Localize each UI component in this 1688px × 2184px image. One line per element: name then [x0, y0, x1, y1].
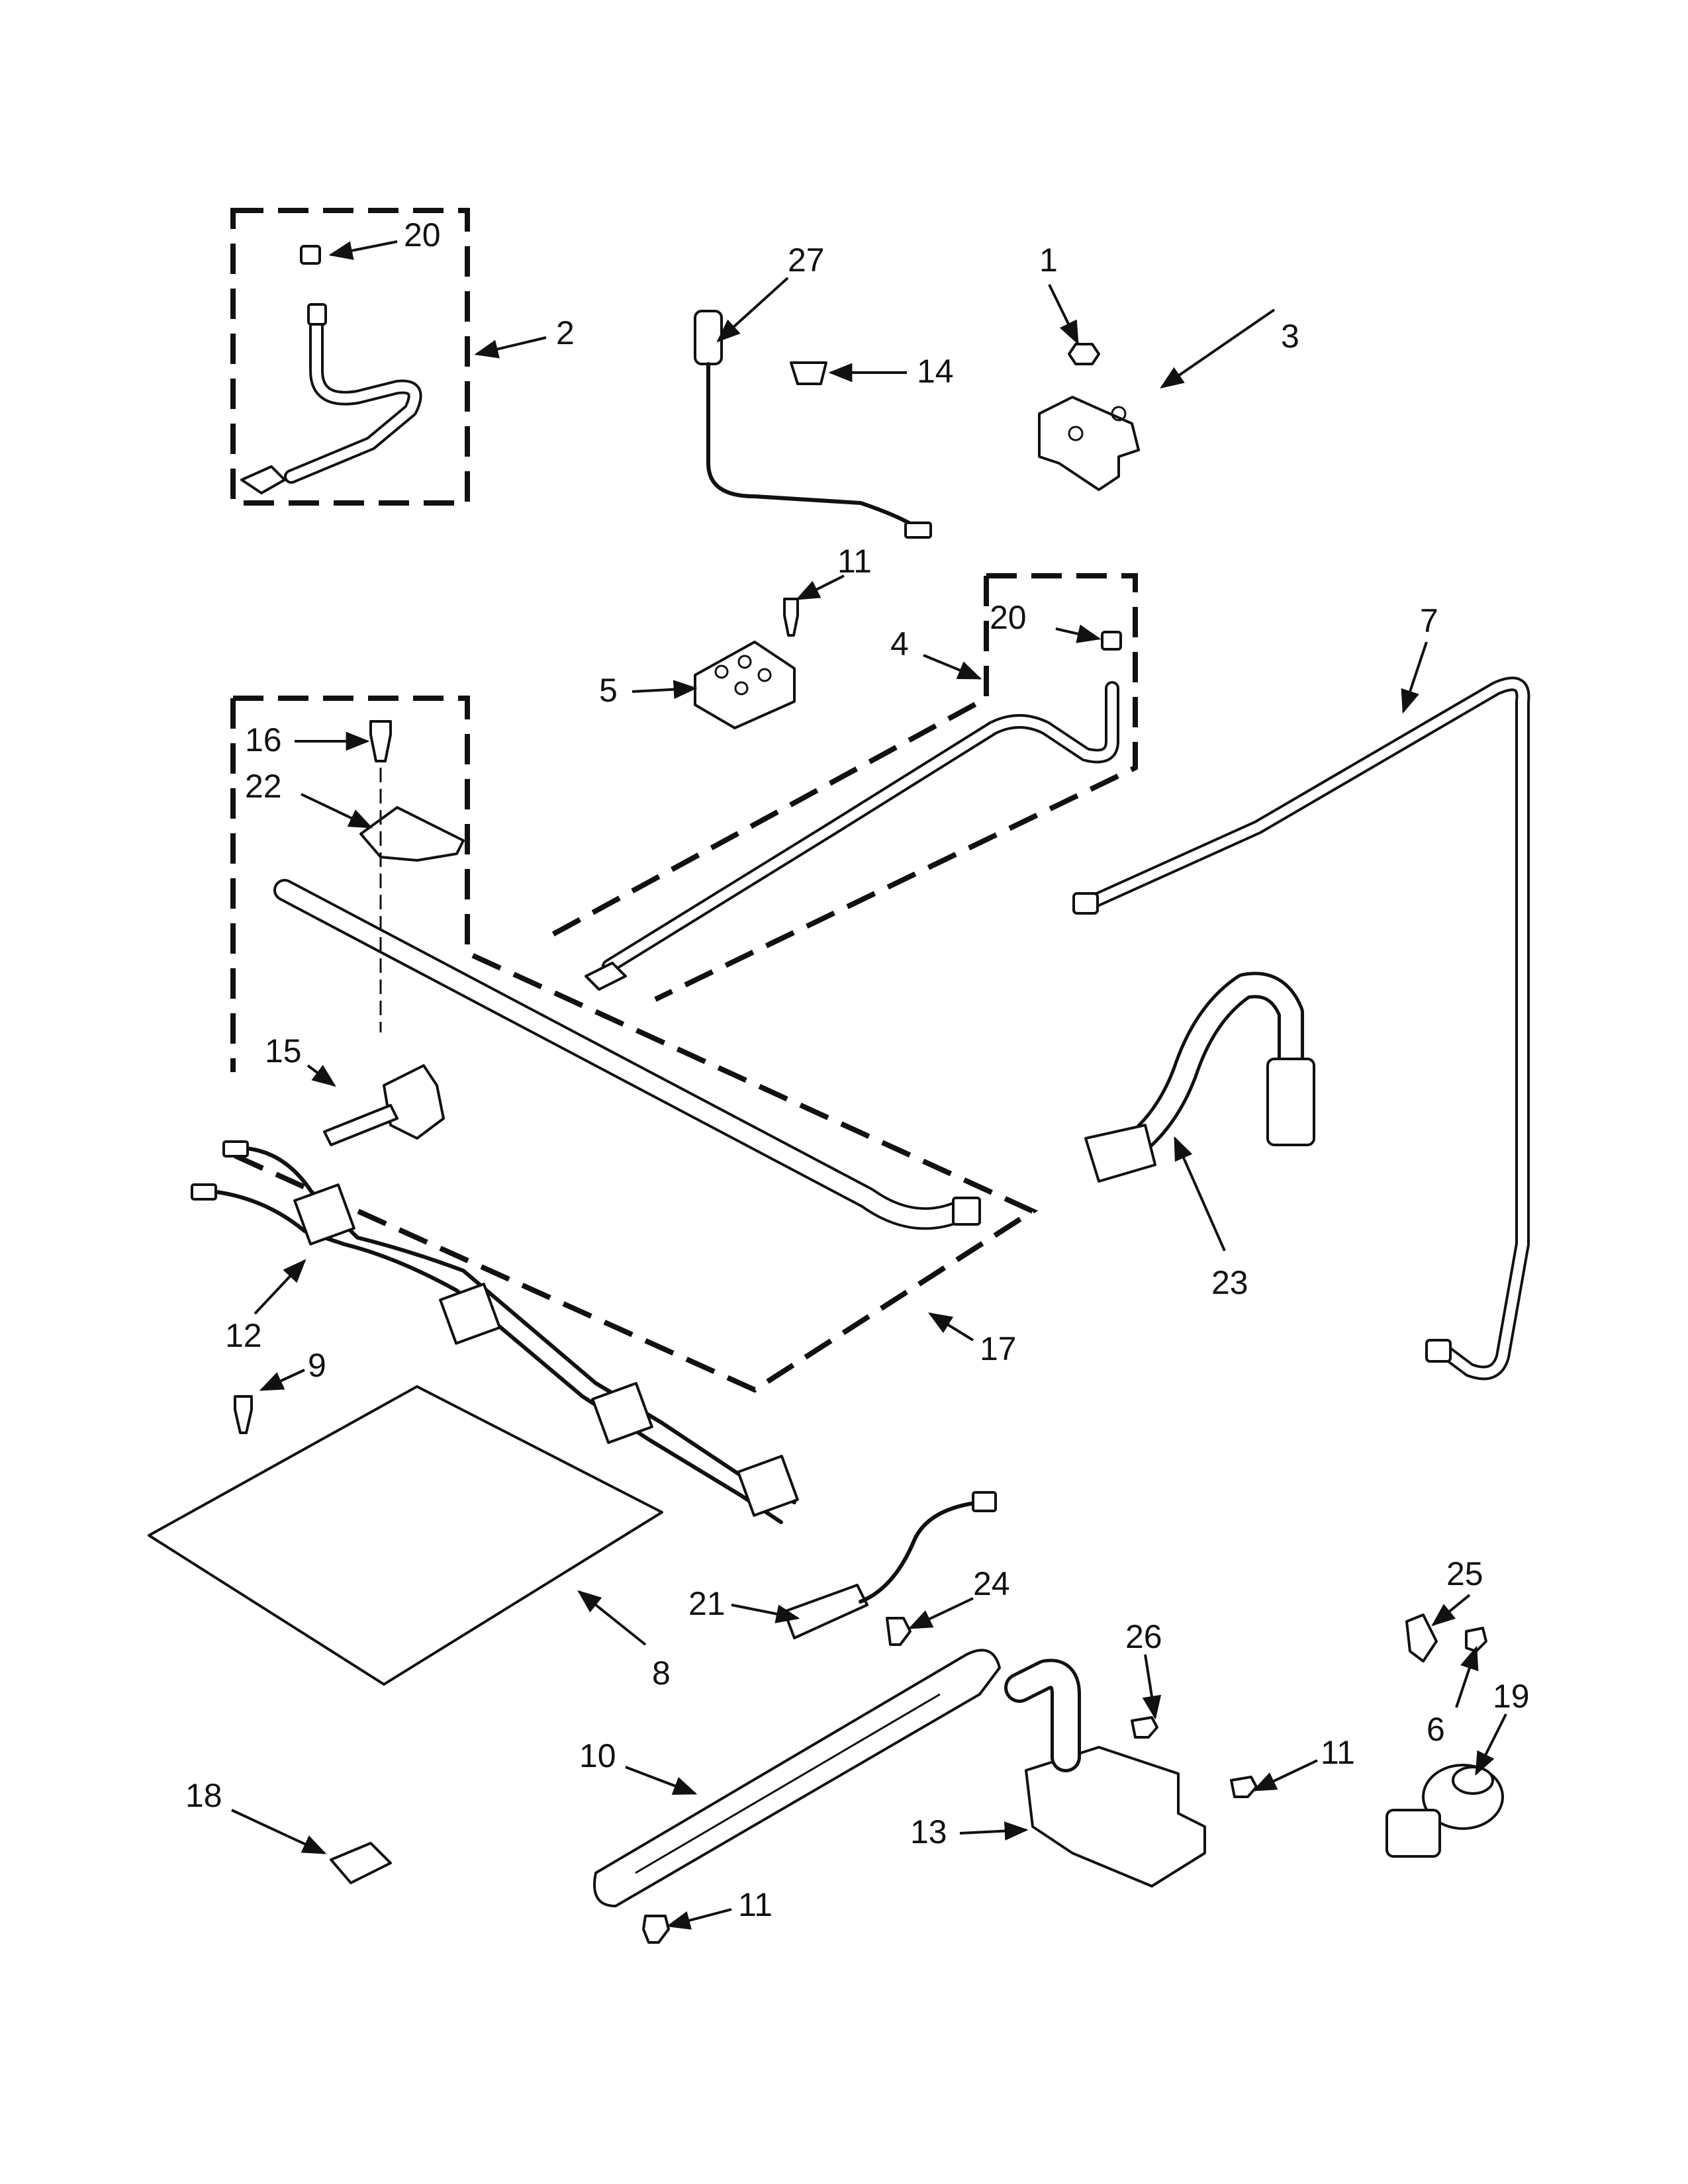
callout-6: 6 — [1427, 1711, 1445, 1748]
part-16-screw-icon[interactable] — [369, 720, 392, 762]
part-11-screw-icon[interactable] — [1230, 1776, 1258, 1798]
callout-12: 12 — [225, 1317, 262, 1354]
callout-8: 8 — [652, 1655, 671, 1692]
part-12-harness[interactable] — [191, 1140, 799, 1524]
callout-13: 13 — [910, 1813, 947, 1850]
part-18-clip-icon[interactable] — [330, 1842, 392, 1884]
part-9-screw-icon[interactable] — [234, 1395, 253, 1434]
callout-10: 10 — [579, 1737, 616, 1774]
callout-24: 24 — [973, 1565, 1010, 1602]
callout-26: 26 — [1125, 1618, 1162, 1655]
callout-16: 16 — [245, 721, 282, 758]
leader-lines — [231, 240, 1507, 1930]
part-26-screw-icon[interactable] — [1131, 1716, 1158, 1739]
callout-18: 18 — [185, 1777, 222, 1814]
callout-5: 5 — [599, 672, 618, 709]
callout-20: 20 — [404, 216, 441, 253]
callout-9: 9 — [308, 1347, 326, 1384]
part-2-orifice-tube-assembly[interactable] — [230, 208, 470, 506]
part-19-regulator[interactable] — [1385, 1764, 1504, 1858]
callout-2: 2 — [556, 314, 575, 351]
part-13-valve-body[interactable] — [1004, 1659, 1206, 1888]
part-11-screw-icon[interactable] — [783, 598, 799, 637]
part-25-clip-icon[interactable] — [1405, 1614, 1438, 1662]
callout-17: 17 — [980, 1330, 1017, 1367]
part-11-screw-icon[interactable] — [642, 1915, 670, 1944]
callout-22: 22 — [245, 768, 282, 805]
callout-15: 15 — [265, 1032, 302, 1069]
callout-19: 19 — [1493, 1678, 1530, 1715]
callout-11: 11 — [738, 1886, 773, 1923]
callout-25: 25 — [1446, 1555, 1483, 1592]
part-10-burner[interactable] — [593, 1649, 1001, 1907]
callout-11: 11 — [837, 543, 872, 580]
callout-7: 7 — [1420, 602, 1438, 639]
callout-23: 23 — [1211, 1264, 1248, 1301]
callout-21: 21 — [688, 1585, 726, 1622]
fitting-20-icon[interactable] — [300, 245, 321, 265]
callout-3: 3 — [1281, 318, 1299, 355]
part-6-screw-icon[interactable] — [1465, 1627, 1487, 1653]
callout-14: 14 — [917, 353, 954, 390]
part-1-nut-icon[interactable] — [1068, 343, 1100, 365]
part-15-valve[interactable] — [323, 1064, 445, 1146]
part-21-terminal-block[interactable] — [783, 1491, 997, 1639]
part-22-bracket-icon[interactable] — [359, 806, 465, 862]
part-3-bracket[interactable] — [1038, 396, 1140, 491]
part-23-connector[interactable] — [1084, 972, 1315, 1183]
fitting-20-icon[interactable] — [1101, 631, 1122, 651]
part-7-tube[interactable] — [1072, 676, 1530, 1381]
part-4-tube-assembly[interactable] — [541, 573, 1138, 1002]
part-17-manifold[interactable] — [230, 696, 1039, 1393]
callout-20: 20 — [990, 599, 1027, 636]
part-14-grommet-icon[interactable] — [790, 361, 827, 385]
part-24-screw-icon[interactable] — [886, 1617, 912, 1646]
callout-labels: 20 2 27 14 1 3 11 20 4 5 7 16 22 15 23 1… — [185, 216, 1530, 1923]
callout-11: 11 — [1321, 1734, 1355, 1771]
callout-1: 1 — [1039, 242, 1058, 279]
part-27-sensor[interactable] — [694, 310, 932, 539]
callout-27: 27 — [788, 242, 825, 279]
callout-4: 4 — [890, 625, 909, 662]
part-8-shield[interactable] — [148, 1385, 663, 1686]
part-5-module[interactable] — [694, 641, 796, 729]
